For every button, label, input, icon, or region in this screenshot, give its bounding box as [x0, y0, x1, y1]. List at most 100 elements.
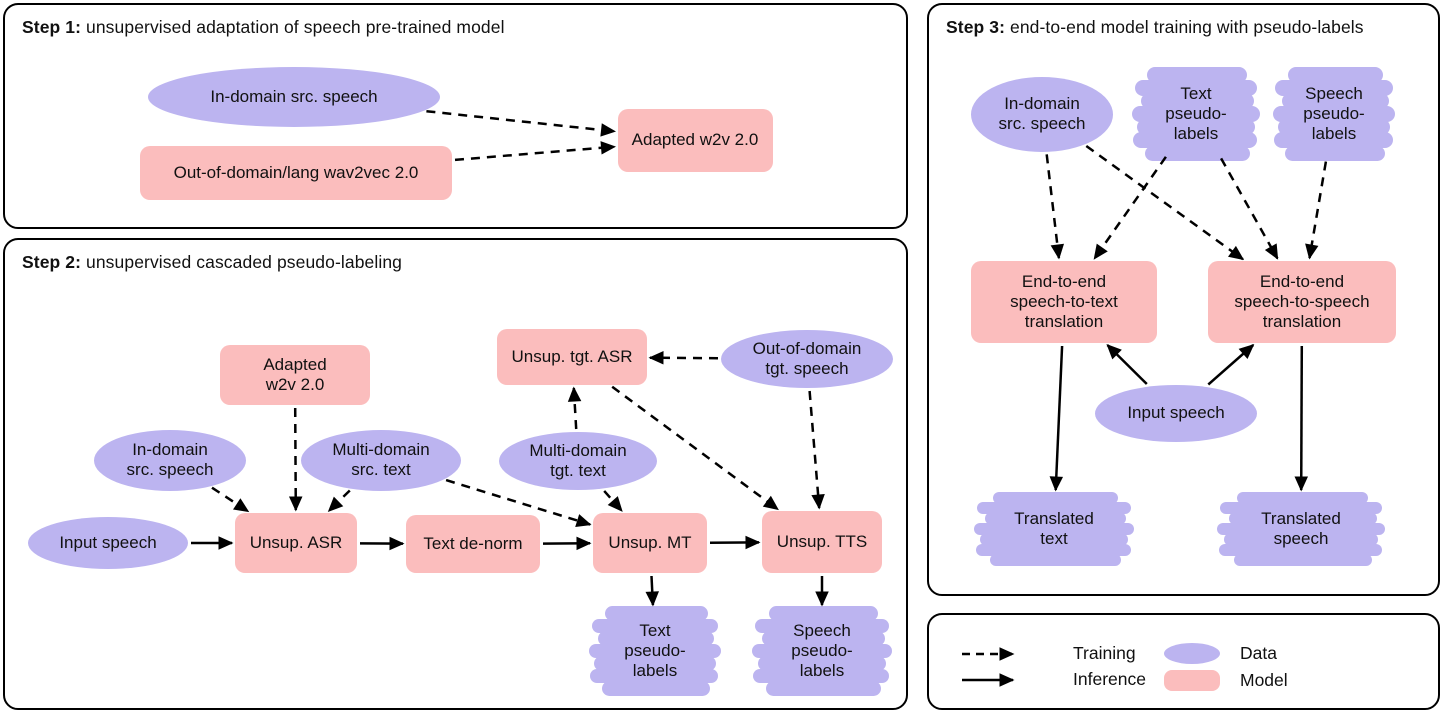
node-s2-asr: Unsup. ASR [235, 513, 357, 573]
cloud-scribble-stroke [589, 643, 721, 659]
node-s2-adapted: Adapted w2v 2.0 [220, 345, 370, 405]
cloud-scribble-stroke [1223, 533, 1379, 546]
cloud-scribble-stroke [598, 631, 715, 646]
cloud-scribble-stroke [1133, 132, 1258, 148]
node-s2-mt-label: Unsup. MT [608, 533, 692, 552]
node-s2-text-pl: Text pseudo- labels [589, 606, 721, 696]
cloud-scribble-stroke [977, 502, 1131, 515]
cloud-scribble-stroke [1228, 512, 1377, 525]
node-s2-tgt-asr: Unsup. tgt. ASR [497, 329, 647, 385]
legend-model-label: Model [1240, 670, 1288, 690]
legend-training-row: Training [959, 643, 1136, 664]
cloud-scribble-stroke [1285, 145, 1386, 161]
cloud-scribble-stroke [602, 681, 711, 696]
node-s3-trans-speech: Translated speech [1217, 491, 1385, 567]
cloud-scribble-stroke [985, 512, 1126, 525]
cloud-scribble-stroke [1281, 93, 1389, 109]
node-s1-adapted: Adapted w2v 2.0 [617, 108, 773, 172]
model-rect-swatch [1164, 670, 1220, 691]
node-s3-s2t-label: End-to-end speech-to-text translation [1010, 272, 1118, 331]
node-s2-denorm-label: Text de-norm [423, 534, 523, 553]
node-s2-tts: Unsup. TTS [762, 511, 882, 573]
node-s1-in-domain: In-domain src. speech [148, 67, 440, 127]
step2-title-bold: Step 2: [22, 252, 82, 272]
step3-title: Step 3: end-to-end model training with p… [946, 17, 1364, 38]
cloud-scribble-stroke [1217, 522, 1385, 536]
node-s3-speech-pl-label: Speech pseudo- labels [1303, 84, 1365, 143]
cloud-scribble-stroke [591, 618, 719, 634]
cloud-scribble-stroke [1275, 80, 1393, 96]
node-s1-wav2vec: Out-of-domain/lang wav2vec 2.0 [140, 146, 452, 200]
data-ellipse-swatch [1164, 643, 1220, 664]
node-s3-input: Input speech [1095, 384, 1257, 442]
cloud-scribble-stroke [975, 543, 1131, 556]
node-s2-multi-src: Multi-domain src. text [301, 429, 461, 491]
cloud-scribble-stroke [1220, 502, 1382, 515]
cloud-scribble-stroke [980, 533, 1128, 546]
cloud-scribble-stroke [1147, 67, 1248, 83]
node-s3-text-pl-label: Text pseudo- labels [1165, 84, 1227, 143]
cloud-scribble-stroke [993, 491, 1118, 504]
node-s3-trans-text: Translated text [974, 491, 1134, 567]
step3-title-rest: end-to-end model training with pseudo-la… [1005, 17, 1364, 37]
cloud-scribble-stroke [766, 681, 881, 696]
node-s2-in-domain-label: In-domain src. speech [126, 440, 214, 479]
cloud-scribble-stroke [974, 522, 1134, 536]
node-s2-input: Input speech [28, 517, 188, 569]
cloud-scribble-stroke [1277, 119, 1391, 135]
node-s1-in-domain-label: In-domain src. speech [210, 87, 378, 106]
node-s1-wav2vec-label: Out-of-domain/lang wav2vec 2.0 [173, 163, 419, 182]
step1-title-rest: unsupervised adaptation of speech pre-tr… [81, 17, 505, 37]
cloud-scribble-stroke [1134, 80, 1258, 96]
node-s2-denorm: Text de-norm [406, 515, 540, 573]
cloud-scribble-stroke [1132, 106, 1260, 122]
node-s3-input-label: Input speech [1127, 403, 1225, 422]
step1-title: Step 1: unsupervised adaptation of speec… [22, 17, 505, 38]
node-s2-ood-speech: Out-of-domain tgt. speech [721, 330, 893, 388]
inference-solid-arrow-icon [962, 672, 1015, 687]
node-s3-s2t: End-to-end speech-to-text translation [971, 261, 1157, 343]
node-s3-s2s: End-to-end speech-to-speech translation [1208, 261, 1396, 343]
cloud-scribble-stroke [1140, 93, 1254, 109]
node-s2-tts-label: Unsup. TTS [776, 532, 868, 551]
node-s2-text-pl-label: Text pseudo- labels [624, 621, 686, 680]
node-s3-in-domain: In-domain src. speech [971, 76, 1113, 152]
legend-model-row: Model [1164, 670, 1288, 691]
cloud-scribble-stroke [1233, 554, 1372, 567]
cloud-scribble-stroke [1273, 106, 1395, 122]
node-s2-in-domain: In-domain src. speech [94, 429, 246, 491]
legend-panel: Training Inference Data Model [927, 613, 1440, 710]
training-dashed-arrow-icon [962, 646, 1015, 661]
node-s2-input-label: Input speech [59, 533, 157, 552]
node-s2-adapted-label: Adapted w2v 2.0 [263, 355, 327, 394]
node-s2-multi-tgt-label: Multi-domain tgt. text [529, 441, 627, 480]
node-s2-speech-pl-label: Speech pseudo- labels [791, 621, 853, 680]
step2-title-rest: unsupervised cascaded pseudo-labeling [81, 252, 403, 272]
node-s3-trans-speech-label: Translated speech [1261, 509, 1341, 548]
node-s3-in-domain-label: In-domain src. speech [998, 94, 1086, 133]
legend-inference-row: Inference [959, 669, 1146, 690]
node-s2-asr-label: Unsup. ASR [249, 533, 343, 552]
node-s2-speech-pl: Speech pseudo- labels [752, 606, 892, 696]
legend-training-label: Training [1073, 643, 1136, 663]
node-s1-adapted-label: Adapted w2v 2.0 [631, 130, 759, 149]
step1-title-bold: Step 1: [22, 17, 82, 37]
cloud-scribble-stroke [1218, 543, 1382, 556]
node-s2-mt: Unsup. MT [593, 513, 707, 573]
step2-title: Step 2: unsupervised cascaded pseudo-lab… [22, 252, 402, 273]
cloud-scribble-stroke [753, 668, 890, 684]
node-s2-ood-speech-label: Out-of-domain tgt. speech [752, 339, 862, 378]
cloud-scribble-stroke [1274, 132, 1393, 148]
cloud-scribble-stroke [752, 643, 892, 659]
cloud-scribble-stroke [604, 606, 708, 621]
node-s3-s2s-label: End-to-end speech-to-speech translation [1234, 272, 1370, 331]
legend-inference-label: Inference [1073, 669, 1146, 689]
cloud-scribble-stroke [1137, 119, 1255, 135]
cloud-scribble-stroke [761, 631, 885, 646]
cloud-scribble-stroke [1287, 67, 1383, 83]
cloud-scribble-stroke [1237, 491, 1369, 504]
legend-data-label: Data [1240, 643, 1277, 663]
node-s3-text-pl: Text pseudo- labels [1132, 67, 1260, 161]
node-s2-multi-tgt: Multi-domain tgt. text [499, 432, 657, 490]
